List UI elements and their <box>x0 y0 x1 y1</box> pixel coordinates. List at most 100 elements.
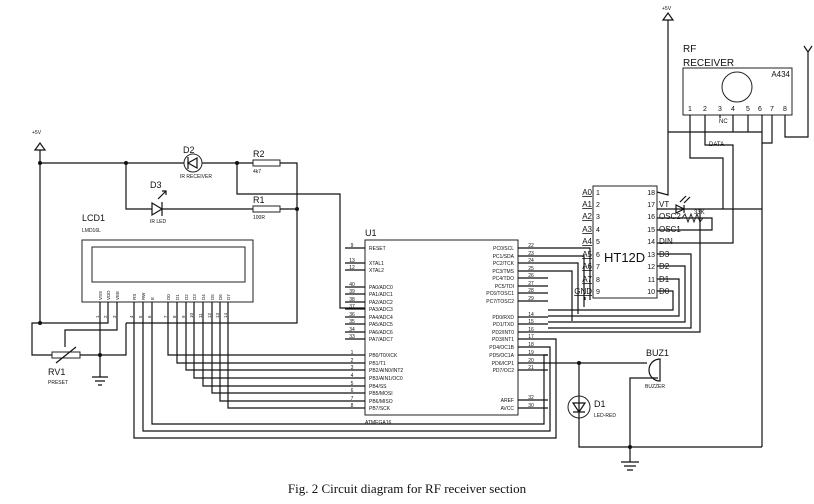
lcd-pin-label: VEE <box>115 291 120 300</box>
wire <box>548 209 701 333</box>
u1-pin-number: 37 <box>349 304 355 310</box>
u1-pin-name: PB0/T0/XCK <box>369 353 398 359</box>
u1-pin-name: PC2/TCK <box>493 261 515 267</box>
r2-ref: R2 <box>253 149 265 159</box>
lcd-pin-number: 7 <box>163 315 168 318</box>
u1-pin-number: 6 <box>351 388 354 394</box>
u1-pin-name: PC0/SCL <box>493 246 514 252</box>
u1-pin-name: PC1/SDA <box>493 254 515 260</box>
wire <box>133 302 557 439</box>
lcd-pin-label: E <box>150 297 155 300</box>
u1-pin-name: PA1/ADC1 <box>369 292 393 298</box>
u1-pin-name: PA6/ADC6 <box>369 330 393 336</box>
u1-pin-number: 25 <box>528 266 534 272</box>
u1-pin-name: PD0/RXD <box>492 315 514 321</box>
lcd-pin-label: D6 <box>218 294 223 300</box>
d1-ref: D1 <box>594 399 606 409</box>
u1-pin-name: PB5/MOSI <box>369 391 393 397</box>
rf-pin-number: 8 <box>783 106 787 113</box>
ht12d-pin-name: D1 <box>659 275 670 284</box>
ht12d-pin-name: A3 <box>582 225 592 234</box>
ht12d-pin-number: 18 <box>647 190 655 197</box>
u1-pin-name: PB7/SCK <box>369 406 391 412</box>
u1-pin-number: 8 <box>351 403 354 409</box>
u1-pin-name: AVCC <box>500 406 514 412</box>
u1-pin-number: 35 <box>349 319 355 325</box>
r2-resistor-symbol <box>252 159 281 167</box>
lcd-ref: LCD1 <box>82 213 105 223</box>
ht12d-pin-name: A1 <box>582 200 592 209</box>
u1-pin-name: PC3/TMS <box>492 269 514 275</box>
u1-pin-name: PB3/AIN1/OC0 <box>369 376 403 382</box>
u1-pin-number: 1 <box>351 350 354 356</box>
lcd-pin-number: 14 <box>223 312 228 318</box>
ht12d-pin-name: D3 <box>659 250 670 259</box>
u1-pin-name: PD6/ICP1 <box>492 361 514 367</box>
u1-pin-number: 9 <box>351 243 354 249</box>
ht12d-pin-name: DIN <box>659 237 673 246</box>
u1-pin-name: PB6/MISO <box>369 399 393 405</box>
lcd-pin-number: 3 <box>112 315 117 318</box>
u1-pin-name: PA4/ADC4 <box>369 315 393 321</box>
wire <box>193 302 345 379</box>
ht12d-pin-number: 13 <box>647 252 655 259</box>
lcd-power-wiring <box>31 302 127 386</box>
u1-pin-number: 28 <box>528 288 534 294</box>
lcd-pin-number: 10 <box>189 312 194 318</box>
power-symbol-left <box>33 141 47 323</box>
rf-pin-number: 4 <box>731 106 735 113</box>
u1-pin-name: PA2/ADC2 <box>369 300 393 306</box>
lcd-pin-number: 12 <box>207 312 212 318</box>
rf-model: A434 <box>771 70 790 79</box>
ir-sensor-wiring <box>38 161 365 324</box>
u1-pin-number: 15 <box>528 319 534 325</box>
r1-ref: R1 <box>253 195 265 205</box>
u1-pin-number: 16 <box>528 327 534 333</box>
ht12d-pin-number: 4 <box>596 227 600 234</box>
ht12d-pin-name: D2 <box>659 262 670 271</box>
rf-data-label: DATA <box>709 142 724 148</box>
ht12d-pin-number: 5 <box>596 239 600 246</box>
ht12d-pin-name: GND <box>574 287 592 296</box>
u1-pin-number: 36 <box>349 312 355 318</box>
u1-pin-number: 13 <box>349 258 355 264</box>
rv1-value: PRESET <box>48 380 68 386</box>
wire <box>548 247 674 311</box>
ht12d-pin-name: A2 <box>582 212 592 221</box>
u1-pin-number: 34 <box>349 327 355 333</box>
lcd-pin-number: 2 <box>103 315 108 318</box>
rf-title-2: RECEIVER <box>683 58 734 69</box>
u1-ref: U1 <box>365 228 377 238</box>
u1-pin-name: PD1/TXD <box>493 322 515 328</box>
u1-pin-number: 24 <box>528 258 534 264</box>
u1-pin-number: 17 <box>528 334 534 340</box>
wire <box>548 255 680 317</box>
ht12d-pin-number: 15 <box>647 227 655 234</box>
rf-pin-number: 2 <box>703 106 707 113</box>
rf-nc-label: NC <box>719 119 728 125</box>
lcd-pin-label: D5 <box>210 294 215 300</box>
ht12d-pin-number: 3 <box>596 214 600 221</box>
u1-pin-name: PA3/ADC3 <box>369 307 393 313</box>
ht12d-pin-number: 2 <box>596 202 600 209</box>
lcd-pin-label: D7 <box>226 294 231 300</box>
ht12d-pin-number: 16 <box>647 214 655 221</box>
d2-ref: D2 <box>183 145 195 155</box>
rf-title-1: RF <box>683 44 696 55</box>
u1-pin-number: 20 <box>528 358 534 364</box>
u1-pin-number: 22 <box>528 243 534 249</box>
buzzer-led-wiring <box>548 358 762 471</box>
wire <box>211 302 345 394</box>
u1-pin-name: XTAL1 <box>369 261 384 267</box>
d3-value: IR LED <box>150 219 167 225</box>
ht12d-pin-number: 11 <box>648 277 655 284</box>
ht12d-pin-name: A7 <box>582 275 592 284</box>
u1-pin-name: PA0/ADC0 <box>369 285 393 291</box>
ht12d-pin-number: 1 <box>596 190 600 197</box>
ht12d-name: HT12D <box>604 250 645 265</box>
wire <box>167 302 345 356</box>
ht12d-pin-name: OSC1 <box>659 225 681 234</box>
lcd-model: LMD16L <box>82 228 101 234</box>
